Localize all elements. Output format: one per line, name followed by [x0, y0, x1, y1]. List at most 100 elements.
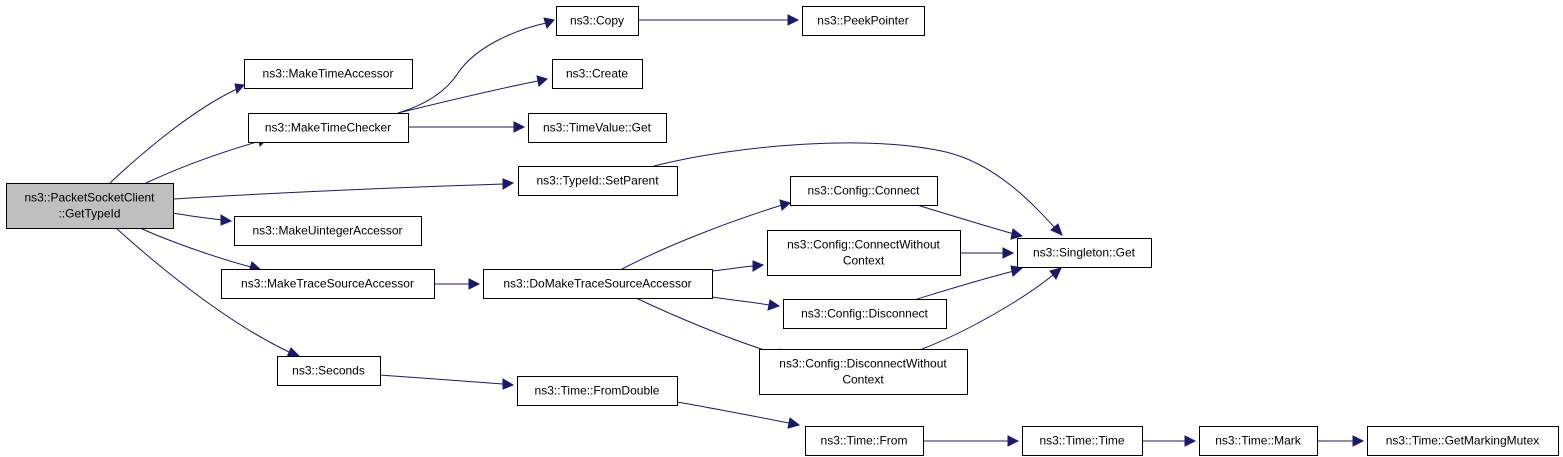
- node-box: [767, 230, 961, 276]
- node-box: [556, 6, 639, 36]
- edge-time-from-double-to-time-from: [676, 401, 801, 429]
- edge-do-make-trace-source-accessor-to-config-connect: [621, 199, 792, 270]
- arrowhead: [536, 75, 549, 87]
- node-create[interactable]: ns3::Create: [552, 59, 643, 89]
- node-label: Context: [842, 373, 884, 387]
- edge-line: [397, 22, 547, 114]
- arrowhead: [752, 260, 765, 272]
- edge-line: [397, 80, 539, 114]
- edge-line: [711, 265, 754, 272]
- node-label: ns3::TimeValue::Get: [543, 121, 652, 135]
- node-box: [221, 269, 435, 299]
- node-label: ns3::Config::Connect: [807, 184, 920, 198]
- edge-line: [172, 212, 223, 221]
- edge-make-time-checker-to-time-value-get: [408, 121, 526, 133]
- node-label: ns3::TypeId::SetParent: [536, 174, 659, 188]
- node-label: ns3::Time::FromDouble: [535, 384, 660, 398]
- arrowhead: [468, 278, 481, 290]
- node-label: ns3::Config::ConnectWithout: [787, 238, 940, 252]
- edge-config-disconnect-to-singleton-get: [916, 265, 1024, 300]
- node-make-time-accessor[interactable]: ns3::MakeTimeAccessor: [244, 59, 413, 89]
- node-box: [248, 113, 409, 143]
- arrowhead: [1184, 435, 1197, 447]
- node-type-id-set-parent[interactable]: ns3::TypeId::SetParent: [518, 166, 678, 196]
- node-label: ns3::PacketSocketClient: [24, 191, 155, 205]
- arrowhead: [502, 178, 515, 190]
- arrowhead: [1352, 435, 1365, 447]
- arrowhead: [779, 199, 792, 211]
- node-box: [244, 59, 413, 89]
- node-config-connect[interactable]: ns3::Config::Connect: [790, 176, 938, 206]
- edge-line: [621, 204, 783, 270]
- edge-make-trace-source-accessor-to-do-make-trace-source-accessor: [434, 278, 481, 290]
- node-label: ns3::MakeTimeChecker: [265, 121, 391, 135]
- node-label: ns3::Create: [566, 67, 628, 81]
- arrowhead: [220, 214, 233, 226]
- edge-line: [172, 183, 505, 200]
- node-box: [790, 176, 938, 206]
- edge-type-id-set-parent-to-singleton-get: [653, 142, 1063, 236]
- node-label: ns3::Singleton::Get: [1033, 246, 1136, 260]
- node-label: ns3::MakeUintegerAccessor: [252, 224, 402, 238]
- edge-time-from-to-time-time: [923, 435, 1020, 447]
- edge-get-type-id-to-make-time-accessor: [109, 83, 246, 184]
- node-label: ns3::Time::Time: [1039, 434, 1124, 448]
- edge-copy-to-peek-pointer: [638, 14, 800, 26]
- edge-line: [921, 274, 1054, 350]
- edge-line: [635, 297, 778, 355]
- edge-config-connect-without-context-to-singleton-get: [960, 247, 1015, 259]
- edge-get-type-id-to-make-uinteger-accessor: [172, 212, 233, 226]
- node-label: ns3::PeekPointer: [817, 14, 908, 28]
- node-label: ns3::Time::Mark: [1215, 434, 1302, 448]
- node-box: [6, 183, 174, 229]
- node-box: [483, 269, 713, 299]
- node-time-from[interactable]: ns3::Time::From: [805, 426, 924, 456]
- edge-make-time-checker-to-create: [397, 75, 549, 114]
- node-label: ns3::MakeTraceSourceAccessor: [241, 277, 414, 291]
- edge-config-connect-to-singleton-get: [916, 204, 1024, 240]
- node-copy[interactable]: ns3::Copy: [556, 6, 639, 36]
- edge-seconds-to-time-from-double: [379, 374, 515, 390]
- node-singleton-get[interactable]: ns3::Singleton::Get: [1017, 238, 1152, 268]
- edge-time-mark-to-time-get-marking-mutex: [1317, 435, 1365, 447]
- node-time-value-get[interactable]: ns3::TimeValue::Get: [528, 113, 667, 143]
- edge-line: [109, 88, 238, 184]
- node-make-trace-source-accessor[interactable]: ns3::MakeTraceSourceAccessor: [221, 269, 435, 299]
- node-make-time-checker[interactable]: ns3::MakeTimeChecker: [248, 113, 409, 143]
- node-label: ns3::Seconds: [292, 364, 365, 378]
- edge-line: [711, 296, 770, 306]
- edge-line: [916, 204, 1015, 235]
- arrowhead: [787, 417, 801, 429]
- edge-get-type-id-to-type-id-set-parent: [172, 178, 515, 200]
- node-label: ns3::Config::DisconnectWithout: [779, 357, 947, 371]
- arrowhead: [787, 14, 800, 26]
- edge-line: [145, 140, 261, 184]
- node-make-uinteger-accessor[interactable]: ns3::MakeUintegerAccessor: [234, 216, 422, 246]
- node-config-disconnect[interactable]: ns3::Config::Disconnect: [783, 299, 947, 329]
- arrowhead: [234, 83, 246, 95]
- node-box: [805, 426, 924, 456]
- node-do-make-trace-source-accessor[interactable]: ns3::DoMakeTraceSourceAccessor: [483, 269, 713, 299]
- node-get-type-id: ns3::PacketSocketClient::GetTypeId: [6, 183, 174, 229]
- edge-line: [379, 374, 504, 385]
- node-time-mark[interactable]: ns3::Time::Mark: [1199, 426, 1318, 456]
- node-time-get-marking-mutex[interactable]: ns3::Time::GetMarkingMutex: [1367, 426, 1559, 456]
- node-time-from-double[interactable]: ns3::Time::FromDouble: [517, 376, 678, 406]
- node-label: Context: [843, 254, 885, 268]
- edge-line: [653, 142, 1056, 229]
- node-label: ns3::Copy: [570, 14, 624, 28]
- edge-line: [139, 227, 252, 268]
- node-box: [552, 59, 643, 89]
- edge-line: [916, 270, 1015, 300]
- edge-line: [115, 227, 290, 353]
- arrowhead: [1050, 223, 1063, 236]
- edge-get-type-id-to-make-time-checker: [145, 135, 270, 184]
- node-peek-pointer[interactable]: ns3::PeekPointer: [802, 6, 925, 36]
- node-seconds[interactable]: ns3::Seconds: [277, 356, 381, 386]
- edge-make-time-checker-to-copy: [397, 17, 555, 114]
- arrowhead: [1002, 247, 1015, 259]
- node-time-time[interactable]: ns3::Time::Time: [1022, 426, 1143, 456]
